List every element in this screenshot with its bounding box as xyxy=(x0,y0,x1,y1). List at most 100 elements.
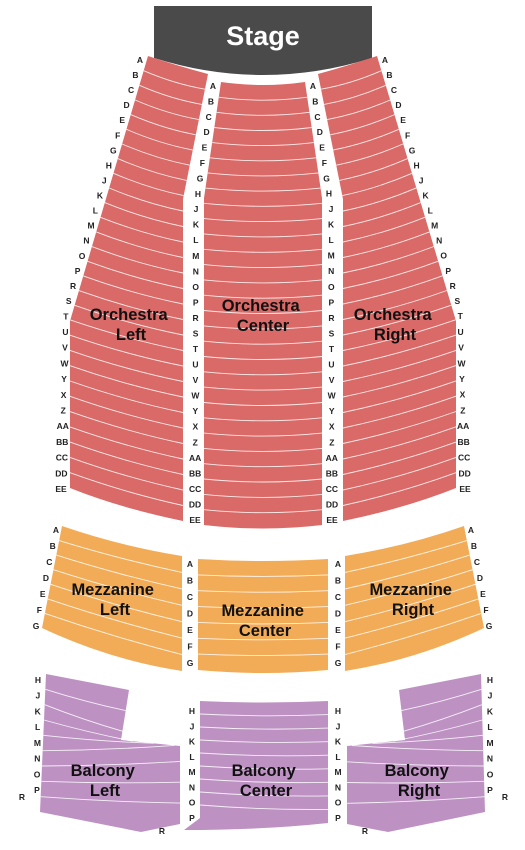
row-label-orchestra-right-outer-dd: DD xyxy=(458,468,470,478)
row-label-balcony-center-left-k: K xyxy=(189,737,196,747)
row-line-orchestra-left-15 xyxy=(83,275,184,305)
section-balcony-center[interactable] xyxy=(184,701,328,830)
row-label-orchestra-left-outer-bb: BB xyxy=(56,437,68,447)
row-label-orchestra-center-right-u: U xyxy=(328,360,334,370)
section-mezzanine-center[interactable] xyxy=(198,559,328,673)
row-line-orchestra-center-15 xyxy=(203,310,323,314)
row-label-orchestra-right-outer-r: R xyxy=(450,281,456,291)
row-label-balcony-center-right-h: H xyxy=(335,706,341,716)
row-line-orchestra-center-25 xyxy=(203,463,323,468)
row-label-orchestra-right-outer-z: Z xyxy=(460,405,465,415)
row-label-orchestra-left-outer-p: P xyxy=(75,266,81,276)
row-line-orchestra-center-1 xyxy=(218,96,308,101)
row-line-orchestra-right-6 xyxy=(336,143,404,166)
row-label-balcony-center-left-m: M xyxy=(188,767,195,777)
row-label-orchestra-right-outer-o: O xyxy=(440,251,447,261)
row-line-orchestra-right-9 xyxy=(342,187,417,212)
balcony-center-label-line2: Center xyxy=(240,782,293,800)
row-label-balcony-left-outer-m: M xyxy=(34,738,41,748)
row-label-orchestra-center-left-cc: CC xyxy=(189,484,201,494)
row-label-orchestra-center-right-s: S xyxy=(329,328,335,338)
row-label-orchestra-center-left-b: B xyxy=(208,96,214,106)
row-label-orchestra-left-outer-o: O xyxy=(79,251,86,261)
mezzanine-right-label-line1: Mezzanine xyxy=(369,581,452,599)
row-label-balcony-center-left-o: O xyxy=(189,798,196,808)
section-balcony-right[interactable] xyxy=(347,674,485,832)
row-line-orchestra-left-13 xyxy=(91,246,184,274)
row-label-orchestra-left-outer-k: K xyxy=(97,191,104,201)
row-label-orchestra-center-right-m: M xyxy=(328,251,335,261)
row-label-orchestra-left-outer-d: D xyxy=(124,100,130,110)
row-label-balcony-center-left-r: R xyxy=(159,826,165,836)
row-label-orchestra-left-outer-ee: EE xyxy=(55,484,67,494)
section-mezzanine-left[interactable] xyxy=(42,526,182,671)
row-line-balcony-left-5 xyxy=(42,744,175,752)
row-line-orchestra-center-21 xyxy=(203,402,323,406)
row-label-orchestra-center-right-z: Z xyxy=(329,437,334,447)
row-line-balcony-center-2 xyxy=(199,726,329,730)
row-line-orchestra-right-22 xyxy=(342,380,457,413)
row-label-balcony-right-outer-l: L xyxy=(487,722,492,732)
section-orchestra-left[interactable] xyxy=(70,56,208,521)
row-label-orchestra-center-right-h: H xyxy=(326,189,332,199)
row-line-orchestra-center-2 xyxy=(216,111,310,116)
orchestra-center-label: Orchestra Center xyxy=(222,297,305,335)
row-label-orchestra-right-outer-l: L xyxy=(428,206,433,216)
row-label-orchestra-right-outer-x: X xyxy=(460,390,466,400)
row-label-orchestra-left-outer-v: V xyxy=(62,343,68,353)
balcony-right-label-line1: Balcony xyxy=(385,762,450,780)
section-mezzanine-right[interactable] xyxy=(345,526,484,671)
section-balcony-left[interactable] xyxy=(40,674,180,832)
row-label-orchestra-left-outer-b: B xyxy=(132,70,138,80)
row-line-orchestra-right-20 xyxy=(342,349,457,382)
row-label-orchestra-right-outer-k: K xyxy=(423,191,430,201)
row-label-orchestra-left-outer-y: Y xyxy=(61,374,67,384)
row-line-balcony-left-1 xyxy=(45,688,126,712)
row-label-mezzanine-center-right-b: B xyxy=(335,576,341,586)
mezzanine-center-label-line2: Center xyxy=(239,622,292,640)
row-line-mezzanine-right-1 xyxy=(344,540,468,573)
row-label-orchestra-center-right-j: J xyxy=(329,204,334,214)
row-line-orchestra-center-23 xyxy=(203,432,323,437)
row-label-balcony-center-left-h: H xyxy=(189,706,195,716)
row-label-orchestra-center-left-m: M xyxy=(192,251,199,261)
row-line-balcony-left-2 xyxy=(44,704,123,732)
row-line-orchestra-right-11 xyxy=(342,216,426,243)
section-orchestra-center[interactable] xyxy=(204,82,322,529)
row-line-mezzanine-center-5 xyxy=(197,637,329,641)
row-line-orchestra-left-18 xyxy=(70,319,184,351)
orchestra-right-label-line2: Right xyxy=(374,326,417,344)
row-line-orchestra-left-1 xyxy=(143,70,206,90)
row-label-orchestra-right-outer-c: C xyxy=(391,85,397,95)
row-line-orchestra-right-7 xyxy=(339,158,408,181)
row-label-orchestra-center-right-w: W xyxy=(328,391,337,401)
section-orchestra-right[interactable] xyxy=(318,56,456,521)
row-label-orchestra-left-outer-h: H xyxy=(106,160,112,170)
orchestra-left-label-line2: Left xyxy=(116,326,147,344)
row-label-orchestra-left-outer-cc: CC xyxy=(56,453,68,463)
row-label-orchestra-left-outer-aa: AA xyxy=(57,421,69,431)
row-label-balcony-center-right-p: P xyxy=(335,813,341,823)
row-label-orchestra-left-outer-u: U xyxy=(62,327,68,337)
row-line-balcony-left-7 xyxy=(41,780,181,784)
mezzanine-left-label-line2: Left xyxy=(100,601,131,619)
mezzanine-center-label-line1: Mezzanine xyxy=(221,602,304,620)
row-line-orchestra-center-7 xyxy=(205,187,321,192)
row-label-orchestra-left-outer-w: W xyxy=(60,358,69,368)
row-line-mezzanine-center-3 xyxy=(197,606,329,609)
row-line-mezzanine-right-2 xyxy=(344,554,470,590)
row-line-orchestra-left-16 xyxy=(78,290,184,320)
row-label-balcony-left-outer-o: O xyxy=(34,769,41,779)
row-label-orchestra-right-outer-f: F xyxy=(405,130,410,140)
row-label-mezzanine-center-right-a: A xyxy=(335,559,341,569)
row-line-orchestra-right-24 xyxy=(342,411,457,444)
row-label-mezzanine-center-right-e: E xyxy=(335,625,341,635)
row-label-orchestra-center-left-k: K xyxy=(193,220,200,230)
row-label-orchestra-left-outer-r: R xyxy=(70,281,76,291)
row-label-orchestra-center-right-r: R xyxy=(328,313,334,323)
row-label-orchestra-center-left-l: L xyxy=(193,235,198,245)
row-label-mezzanine-right-outer-b: B xyxy=(471,541,477,551)
row-label-orchestra-center-right-aa: AA xyxy=(326,453,338,463)
row-label-mezzanine-center-left-a: A xyxy=(187,559,193,569)
